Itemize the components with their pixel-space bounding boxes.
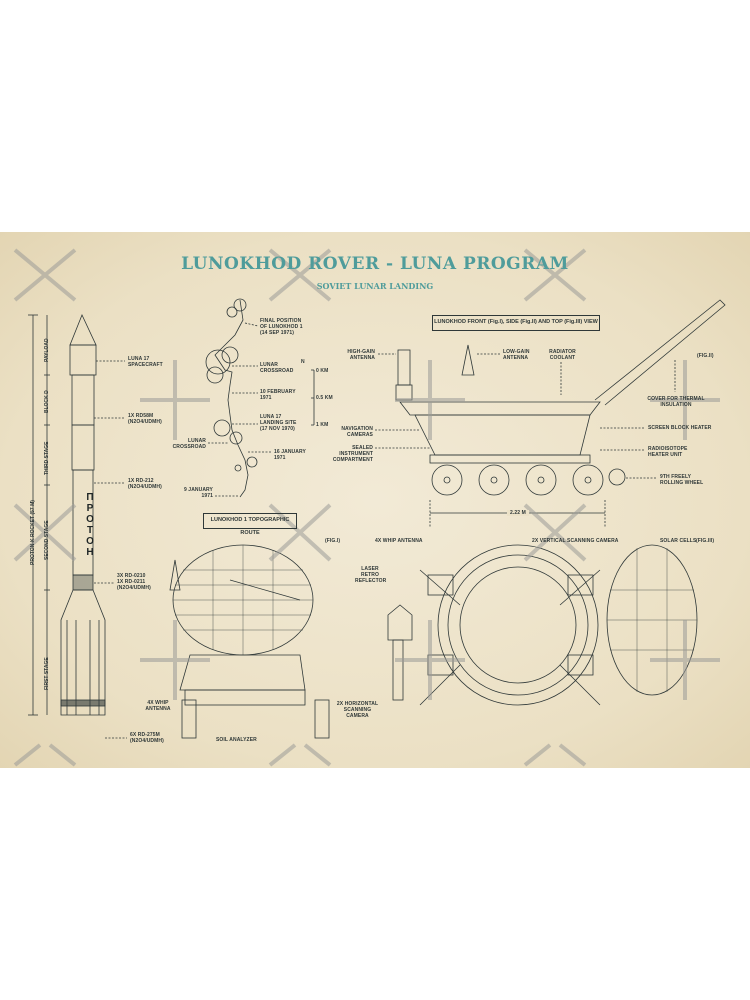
callout-rd58m: 1x RD58M (N2O4/UDMH) <box>128 413 162 425</box>
scale-1km: 1 Km <box>316 422 329 428</box>
callout-rd0210: 3x RD-0210 1x RD-0211 (N2O4/UDMH) <box>117 573 151 591</box>
label-radiator: RADIATOR COOLANT <box>549 349 576 361</box>
fig-ii: (Fig.II) <box>697 353 714 359</box>
top-view-drawing <box>387 544 698 706</box>
route-16-jan: 16 JANUARY 1971 <box>274 449 306 461</box>
label-nav-cameras: NAVIGATION CAMERAS <box>341 426 373 438</box>
label-sealed: SEALED INSTRUMENT COMPARTMENT <box>332 445 373 463</box>
callout-rd275m: 6x RD-275M (N2O4/UDMH) <box>130 732 164 744</box>
rocket-length-label: PROTON-K ROCKET (57 M) <box>30 500 36 565</box>
label-9th-wheel: 9TH FREELY ROLLING WHEEL <box>660 474 704 486</box>
label-solar: SOLAR CELLS <box>660 538 697 544</box>
callout-rd212: 1x RD-212 (N2O4/UDMH) <box>128 478 162 490</box>
label-laser: LASER RETRO REFLECTOR <box>355 566 387 584</box>
route-crossroad-2: LUNAR CROSSROAD <box>172 438 206 450</box>
label-hcam: 2x HORIZONTAL SCANNING CAMERA <box>336 701 379 719</box>
stage-payload: PAYLOAD <box>44 338 50 362</box>
route-final-position: FINAL POSITION OF LUNOKHOD 1 (14 SEP 197… <box>260 318 303 336</box>
callout-luna17: LUNA 17 SPACECRAFT <box>128 356 163 368</box>
label-vcam: 2x VERTICAL SCANNING CAMERA <box>532 538 619 544</box>
front-view-drawing <box>169 544 330 739</box>
route-10-feb: 10 FEBRUARY 1971 <box>260 389 296 401</box>
views-caption: LUNOKHOD FRONT (Fig.I), SIDE (Fig.II) AN… <box>432 315 600 331</box>
proton-rocket-drawing <box>28 313 127 739</box>
route-crossroad-1: LUNAR CROSSROAD <box>260 362 294 374</box>
dimension-length: 2.22 M <box>507 510 529 516</box>
label-low-gain: LOW-GAIN ANTENNA <box>503 349 530 361</box>
watermark-marks <box>13 248 720 767</box>
topographic-route-drawing <box>205 298 315 498</box>
label-screen-heater: SCREEN BLOCK HEATER <box>648 425 712 431</box>
rocket-name: ПРОТОН <box>86 492 94 558</box>
stage-third: THIRD STAGE <box>44 441 50 475</box>
scale-05km: 0.5 Km <box>316 395 333 401</box>
label-high-gain: HIGH-GAIN ANTENNA <box>347 349 375 361</box>
blueprint-poster <box>0 232 750 768</box>
poster-subtitle: SOVIET LUNAR LANDING <box>316 281 434 291</box>
fig-iii: (Fig.III) <box>696 538 715 544</box>
label-soil-analyzer: SOIL ANALYZER <box>216 737 257 743</box>
stage-block-d: BLOCK D <box>44 390 50 413</box>
route-9-jan: 9 JANUARY 1971 <box>183 487 213 499</box>
scale-0km: 0 Km <box>316 368 329 374</box>
stage-first: FIRST STAGE <box>44 657 50 690</box>
fig-i: (Fig.I) <box>325 538 341 544</box>
label-front-whip: 4x WHIP ANTENNA <box>145 700 171 712</box>
stage-second: SECOND STAGE <box>44 520 50 560</box>
poster-title: LUNOKHOD ROVER - LUNA PROGRAM <box>181 254 569 274</box>
label-rhu: RADIOISOTOPE HEATER UNIT <box>648 446 688 458</box>
label-top-whip: 4x WHIP ANTENNA <box>375 538 423 544</box>
route-caption: LUNOKHOD 1 TOPOGRAPHIC ROUTE <box>203 513 297 536</box>
route-landing-site: LUNA 17 LANDING SITE (17 NOV 1970) <box>260 414 297 432</box>
label-cover: COVER FOR THERMAL INSULATION <box>647 396 705 408</box>
scale-north: N <box>301 359 305 365</box>
side-view-drawing <box>375 299 726 528</box>
